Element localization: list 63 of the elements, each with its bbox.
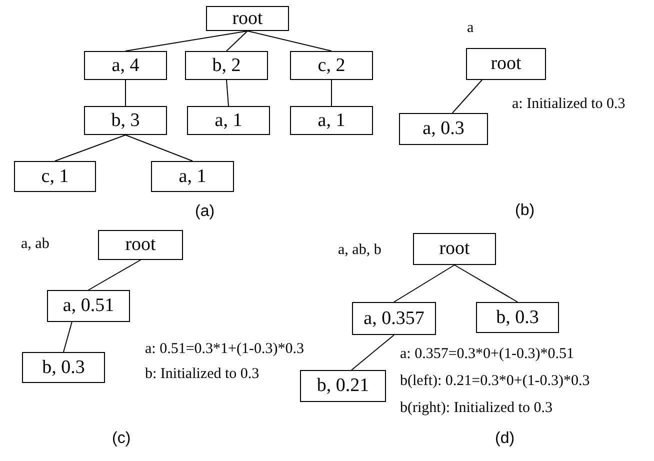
tree-edge (394, 264, 455, 302)
node-label: a, 1 (318, 110, 346, 132)
tree-edge (454, 264, 518, 302)
item-set-label: a, ab (21, 237, 50, 252)
tree-node-box (185, 51, 268, 80)
node-label: c, 1 (41, 166, 69, 188)
tree-node-box (47, 290, 130, 322)
tree-node-box (206, 6, 289, 31)
tree-node-box (476, 302, 559, 333)
subfigure-caption: (b) (515, 203, 535, 219)
tree-node-box (84, 51, 167, 80)
tree-node-box (151, 161, 234, 192)
note-text: a: 0.357=0.3*0+(1-0.3)*0.51 (400, 347, 574, 362)
subfigure-caption: (d) (495, 431, 515, 447)
note-text: a: 0.51=0.3*1+(1-0.3)*0.3 (145, 342, 304, 357)
node-label: a, 1 (214, 110, 242, 132)
tree-node-box (290, 106, 373, 135)
node-label: b, 0.3 (42, 356, 85, 378)
tree-node-box (290, 51, 373, 80)
subfigure-caption: (c) (112, 431, 131, 447)
node-label: a, 0.357 (364, 308, 424, 330)
tree-edge (125, 80, 126, 106)
node-label: a, 0.51 (62, 295, 114, 317)
tree-node-box (413, 233, 496, 265)
node-label: b, 0.3 (496, 306, 539, 328)
node-label: root (125, 234, 156, 256)
tree-node-box (300, 370, 386, 402)
tree-edge (247, 30, 332, 52)
tree-node-box (352, 302, 436, 335)
tree-edge (63, 322, 72, 352)
item-set-label: a (467, 21, 474, 36)
item-set-label: a, ab, b (338, 243, 382, 258)
tree-node-box (22, 352, 105, 383)
tree-edge (125, 134, 193, 162)
tree-edge (452, 80, 482, 114)
note-text: b(left): 0.21=0.3*0+(1-0.3)*0.3 (400, 374, 590, 389)
tree-node-box (14, 161, 96, 192)
node-label: a, 1 (178, 166, 206, 188)
node-label: b, 2 (212, 54, 241, 76)
node-label: b, 3 (111, 110, 140, 132)
node-label: c, 2 (318, 54, 346, 76)
tree-node-box (466, 48, 546, 80)
tree-node-box (399, 113, 488, 145)
note-text: b: Initialized to 0.3 (145, 367, 260, 382)
note-text: b(right): Initialized to 0.3 (400, 401, 552, 416)
node-label: a, 4 (112, 54, 140, 76)
tree-edge (88, 260, 141, 290)
tree-node-box (187, 106, 270, 135)
note-text: a: Initialized to 0.3 (512, 97, 626, 112)
tree-edge (54, 134, 126, 162)
node-label: root (232, 8, 263, 30)
tree-edge (226, 80, 229, 106)
node-label: a, 0.3 (422, 118, 464, 140)
node-label: root (439, 238, 470, 260)
tree-edge (125, 30, 248, 52)
node-label: root (490, 53, 522, 75)
tree-node-box (84, 106, 167, 135)
tree-edge (351, 334, 394, 370)
tree-node-box (98, 230, 183, 260)
node-label: b, 0.21 (316, 375, 370, 397)
tree-edge (331, 80, 332, 106)
subfigure-caption: (a) (195, 204, 215, 220)
tree-edge (226, 30, 248, 52)
